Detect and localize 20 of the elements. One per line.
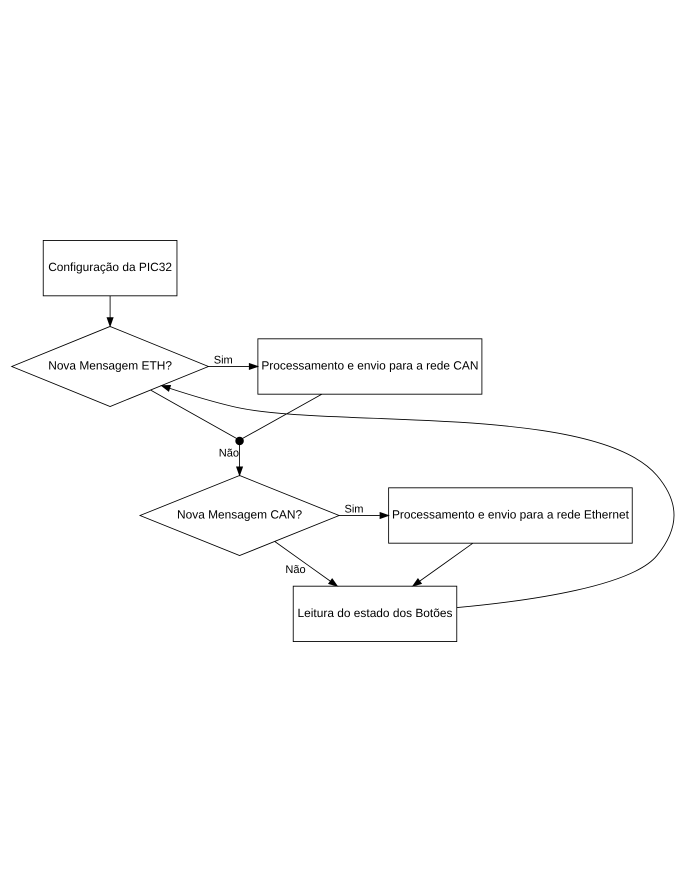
edge-label: Sim: [214, 354, 233, 366]
node-box: Leitura do estado dos Botões: [292, 586, 458, 642]
arrow: [236, 444, 244, 477]
arrow: [106, 295, 114, 328]
arrow: [412, 542, 474, 587]
edge-label: Não: [218, 448, 240, 460]
arrow: [274, 541, 338, 587]
node-diamond: Nova Mensagem CAN?: [138, 475, 340, 556]
edge-label: Sim: [344, 503, 364, 516]
arrow: [208, 362, 260, 370]
arrow: [338, 512, 390, 520]
node-box: Processamento e envio para a rede CAN: [257, 338, 482, 395]
node-diamond: Nova Mensagem ETH?: [10, 326, 210, 407]
connector: [242, 394, 322, 439]
node-circle: [235, 436, 244, 446]
connector: [150, 390, 237, 439]
node-box: Processamento e envio para a rede Ethernet: [388, 487, 633, 544]
arrow: [160, 385, 674, 608]
node-box: Configuração da PIC32: [42, 240, 178, 296]
edge-label: Não: [285, 564, 306, 576]
